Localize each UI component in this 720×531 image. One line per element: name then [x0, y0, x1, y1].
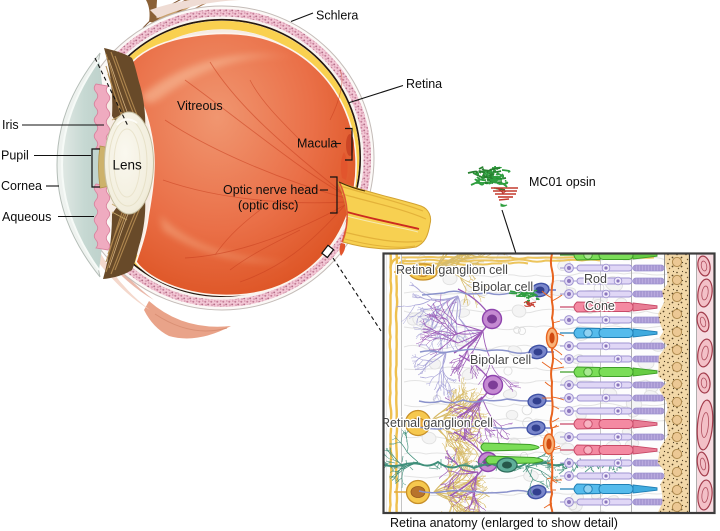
- svg-text:Macula: Macula: [297, 137, 337, 151]
- svg-text:Rod: Rod: [584, 272, 607, 286]
- svg-text:(optic disc): (optic disc): [238, 199, 298, 213]
- svg-text:Retina: Retina: [406, 77, 442, 91]
- svg-text:Retina anatomy (enlarged to sh: Retina anatomy (enlarged to show detail): [390, 516, 618, 530]
- svg-text:Bipolar cell: Bipolar cell: [472, 280, 533, 294]
- svg-text:Pupil: Pupil: [1, 149, 29, 163]
- svg-text:Retinal ganglion cell: Retinal ganglion cell: [396, 263, 508, 277]
- svg-text:MC01 opsin: MC01 opsin: [529, 175, 596, 189]
- svg-text:Lens: Lens: [113, 158, 143, 173]
- svg-text:Bipolar cell: Bipolar cell: [470, 353, 531, 367]
- svg-text:Schlera: Schlera: [316, 9, 358, 23]
- svg-text:Aqueous: Aqueous: [2, 210, 51, 224]
- svg-text:Cone: Cone: [585, 299, 615, 313]
- svg-text:Cornea: Cornea: [1, 179, 42, 193]
- svg-text:Optic nerve head: Optic nerve head: [223, 183, 318, 197]
- svg-text:Retinal ganglion cell: Retinal ganglion cell: [381, 416, 493, 430]
- svg-text:Iris: Iris: [2, 118, 19, 132]
- svg-text:Vitreous: Vitreous: [177, 99, 223, 113]
